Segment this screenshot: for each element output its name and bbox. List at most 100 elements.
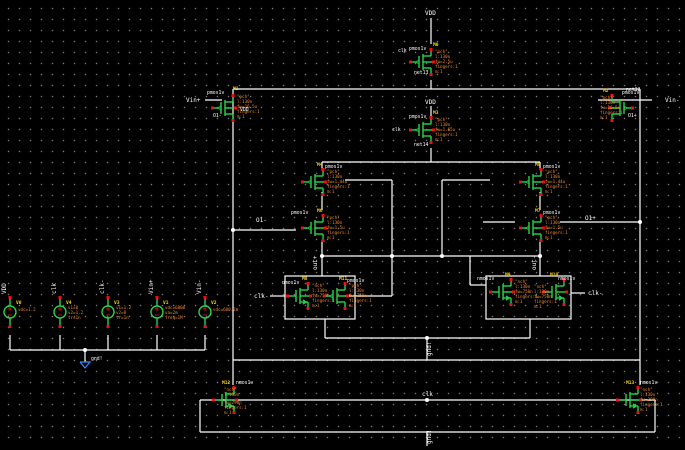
svg-text:M4: M4 <box>317 162 323 168</box>
svg-text:fw=2.5u: fw=2.5u <box>435 59 453 64</box>
svg-text:M1: M1 <box>233 86 239 92</box>
svg-text:l:130n: l:130n <box>435 54 451 59</box>
svg-text:m:1: m:1 <box>327 235 335 240</box>
svg-text:pmos1v: pmos1v <box>291 210 308 216</box>
svg-text:tr=1n: tr=1n <box>116 315 129 320</box>
svg-text:fingers:1: fingers:1 <box>349 298 372 303</box>
svg-text:V0: V0 <box>16 300 22 306</box>
svg-text:vdc=600.2m: vdc=600.2m <box>213 307 239 312</box>
svg-text:"nch": "nch" <box>534 284 547 289</box>
svg-text:fingers:1: fingers:1 <box>327 230 350 235</box>
transistor-m13[interactable]: M13 nmos1v "nch" l:130n fw=290n fingers:… <box>615 380 663 415</box>
svg-text:m:1: m:1 <box>327 189 335 194</box>
transistor-m5[interactable]: M5 pmos1v "pch" l:130n fw=1.44u fingers:… <box>518 162 568 197</box>
svg-text:clk-: clk- <box>99 280 106 294</box>
svg-text:"pch": "pch" <box>545 169 558 174</box>
clk-minus-label-left: clk- <box>254 293 268 300</box>
svg-text:fw=1.44u: fw=1.44u <box>327 179 348 184</box>
svg-text:m:1: m:1 <box>545 189 553 194</box>
gnd-label-sources: gnd! <box>91 356 103 362</box>
clk-label-m0: clk <box>398 48 407 54</box>
transistor-m7[interactable]: M7 pmos1v "pch" l:130n fw=1.5u fingers:1… <box>518 208 568 243</box>
svg-text:m:1: m:1 <box>545 235 553 240</box>
o1-minus-label-m1: O1- <box>213 113 222 119</box>
svg-text:l:130n: l:130n <box>327 220 343 225</box>
net14-label-m3: net14 <box>414 142 429 148</box>
svg-text:fingers:1: fingers:1 <box>237 109 260 114</box>
transistor-m0[interactable]: M0 pmos1v "pch" l:130n fw=2.5u fingers:1… <box>408 42 458 77</box>
transistor-m11[interactable]: M11 pmos1v "pch" l:130n fw=750n fingers:… <box>322 276 372 311</box>
transistor-m9[interactable]: M9 nmos1v "nch" l:130n fw=750n fingers:1… <box>477 272 538 307</box>
svg-text:pmos1v: pmos1v <box>543 164 560 170</box>
svg-text:"pch": "pch" <box>327 215 340 220</box>
clk-label-m3: clk <box>392 127 401 133</box>
svg-text:v2=0: v2=0 <box>116 310 127 315</box>
source-v1[interactable]: Vin+ V1 vdc=600m va=2m freq=1M <box>148 279 186 329</box>
svg-text:fingers:1: fingers:1 <box>534 299 557 304</box>
ground-symbol <box>79 361 92 369</box>
svg-text:fw=750n: fw=750n <box>534 294 552 299</box>
svg-text:m:1: m:1 <box>435 69 443 74</box>
svg-text:l:130n: l:130n <box>312 288 328 293</box>
clk-label-bottom: clk <box>422 391 433 398</box>
svg-text:fingers:1: fingers:1 <box>312 298 335 303</box>
svg-text:"nch": "nch" <box>224 387 237 392</box>
svg-text:va=2m: va=2m <box>165 310 178 315</box>
svg-text:"pch": "pch" <box>349 283 362 288</box>
svg-text:"nch": "nch" <box>640 387 653 392</box>
transistor-m10[interactable]: M10 nmos1v "nch" l:130n fw=750n fingers:… <box>534 272 575 309</box>
transistor-m12[interactable]: M12 nmos1v "nch" l:130n fw=290n fingers:… <box>211 380 253 415</box>
svg-text:M6: M6 <box>317 208 323 214</box>
svg-text:l:130n: l:130n <box>515 284 531 289</box>
o1-minus-label: O1- <box>256 217 267 224</box>
svg-text:fw=1.5u: fw=1.5u <box>327 225 345 230</box>
transistor-m1[interactable]: M1 pmos1v "pch" l:130n fw=16.5u fingers:… <box>207 86 260 123</box>
svg-text:pmos1v: pmos1v <box>207 90 224 96</box>
svg-text:l:130n: l:130n <box>435 122 451 127</box>
svg-text:l:130n: l:130n <box>349 288 365 293</box>
transistor-m6[interactable]: M6 pmos1v "pch" l:130n fw=1.5u fingers:1… <box>291 208 350 243</box>
svg-text:v1=1.2: v1=1.2 <box>116 305 132 310</box>
out-plus-label: out+ <box>312 255 319 270</box>
svg-text:nmos1v: nmos1v <box>640 380 657 386</box>
svg-text:"pch": "pch" <box>600 95 613 100</box>
o1-plus-label: O1+ <box>585 215 596 222</box>
svg-text:nmos1v: nmos1v <box>236 380 253 386</box>
svg-text:M9: M9 <box>505 272 511 278</box>
svg-text:M2: M2 <box>603 88 609 94</box>
svg-text:fw=750n: fw=750n <box>515 289 533 294</box>
svg-text:vdc=1.2: vdc=1.2 <box>18 307 36 312</box>
svg-text:l:130n: l:130n <box>545 174 561 179</box>
svg-text:fingers:1: fingers:1 <box>545 230 568 235</box>
source-v4[interactable]: clk V4 v1=0 v2=1.2 tr=1n <box>51 283 84 329</box>
svg-text:M7: M7 <box>535 208 541 214</box>
svg-text:fingers:1: fingers:1 <box>435 64 458 69</box>
junction-dots <box>83 220 642 402</box>
svg-text:M10: M10 <box>550 272 559 278</box>
svg-text:pmos1v: pmos1v <box>543 210 560 216</box>
transistor-m4[interactable]: M4 pmos1v "pch" l:130n fw=1.44u fingers:… <box>300 162 350 197</box>
svg-text:nmos1v: nmos1v <box>477 276 494 282</box>
gnd-label-mid: gnd! <box>426 342 433 356</box>
net12-label: net12 <box>626 87 641 93</box>
net13-label: net13 <box>414 70 429 76</box>
svg-text:"pch": "pch" <box>435 49 448 54</box>
transistor-m8[interactable]: M8 nmos1v "nch" l:130n fw=750n fingers:1… <box>282 276 335 311</box>
svg-text:m:1: m:1 <box>640 407 648 412</box>
source-v3[interactable]: clk- V3 v1=1.2 v2=0 tr=1n <box>99 280 132 329</box>
source-v2[interactable]: Vin- V2 vdc=600.2m <box>196 280 239 329</box>
svg-text:l:130n: l:130n <box>534 289 550 294</box>
svg-text:nmos1v: nmos1v <box>282 280 299 286</box>
svg-text:pmos1v: pmos1v <box>325 164 342 170</box>
vdd-label-mid: VDD <box>425 99 436 106</box>
svg-text:"pch": "pch" <box>327 169 340 174</box>
svg-text:l:130n: l:130n <box>545 220 561 225</box>
svg-text:fingers:1: fingers:1 <box>435 132 458 137</box>
svg-text:fingers:1: fingers:1 <box>600 110 623 115</box>
vdd-label-m1: VDD <box>240 107 249 113</box>
svg-text:"pch": "pch" <box>435 117 448 122</box>
transistor-m3[interactable]: M3 pmos1v "pch" l:130n fw=1.65u fingers:… <box>408 110 458 145</box>
source-v0[interactable]: VDD V0 vdc=1.2 <box>1 283 36 329</box>
